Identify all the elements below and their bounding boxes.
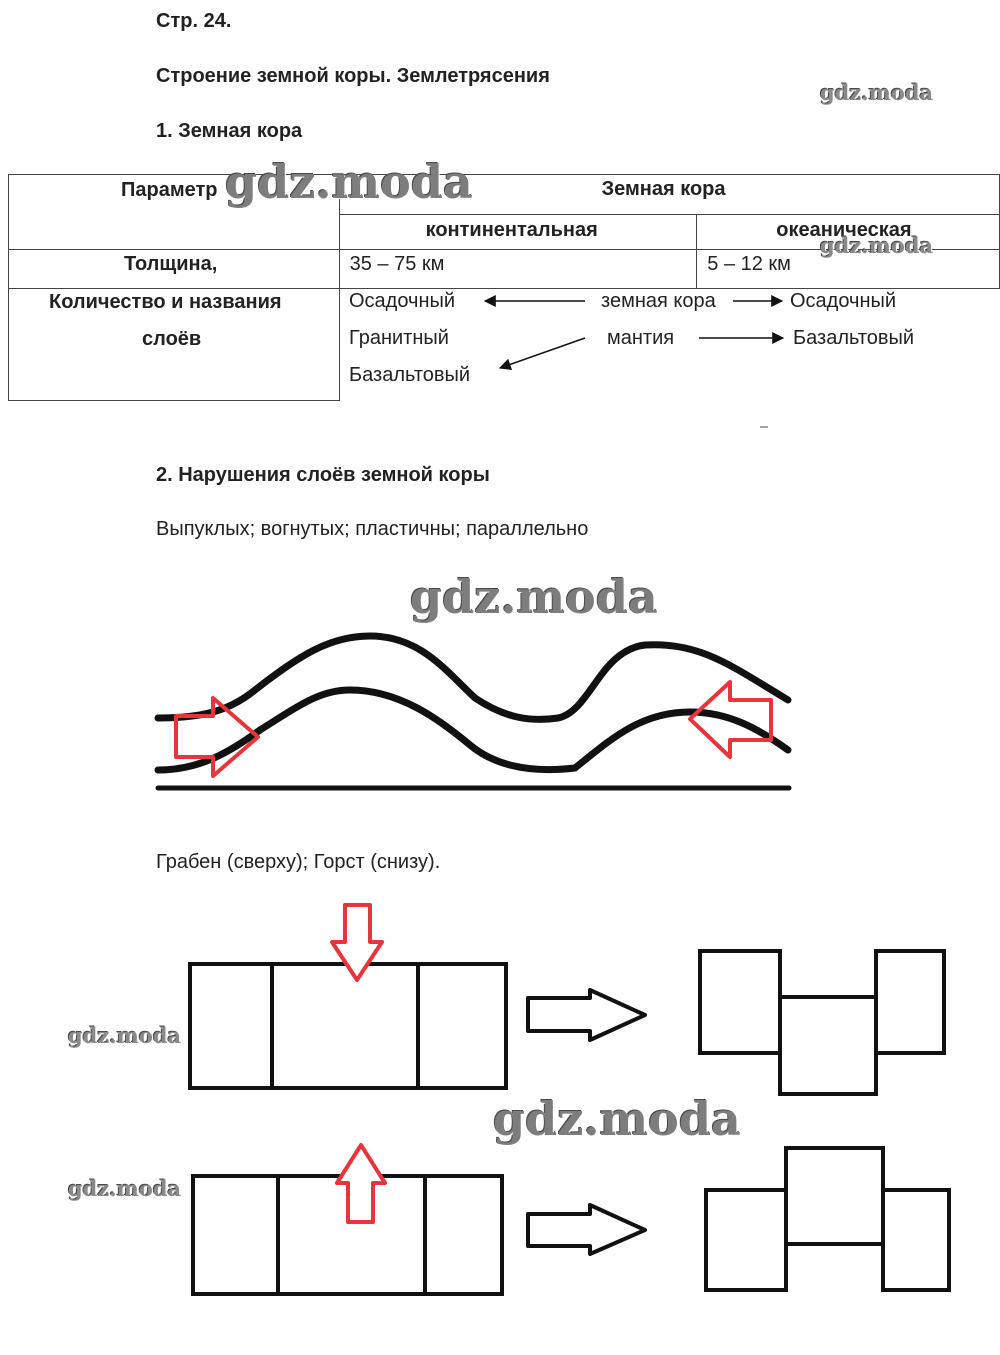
graben-transform-arrow (528, 990, 645, 1040)
watermark: gdz.moda (68, 1176, 181, 1201)
watermark: gdz.moda (820, 233, 933, 258)
horst-after (706, 1148, 949, 1290)
watermark: gdz.moda (225, 155, 473, 209)
graben-down-arrow (332, 905, 382, 980)
horst-up-arrow (337, 1145, 385, 1222)
horst-transform-arrow (528, 1205, 645, 1254)
graben-before (190, 964, 506, 1088)
watermark: gdz.moda (820, 80, 933, 105)
fold-diagram (158, 636, 789, 788)
arrow-mantle-to-basalt (500, 338, 585, 368)
fold-upper-layer (158, 636, 788, 719)
graben-after (700, 951, 944, 1094)
watermark: gdz.moda (493, 1092, 741, 1146)
watermark: gdz.moda (410, 570, 658, 624)
watermark: gdz.moda (68, 1023, 181, 1048)
